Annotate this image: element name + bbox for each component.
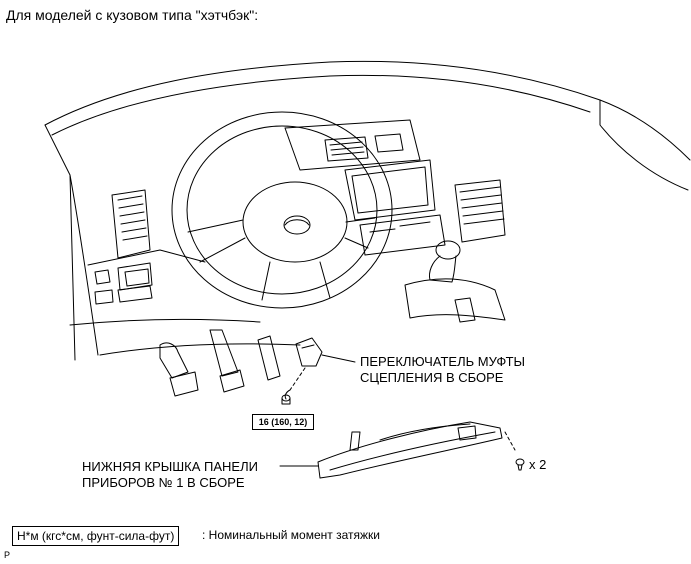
center-console <box>284 119 446 256</box>
steering-wheel <box>171 111 393 309</box>
lower-cover-label: НИЖНЯЯ КРЫШКА ПАНЕЛИ ПРИБОРОВ № 1 В СБОР… <box>82 459 258 491</box>
clutch-switch-label-line1: ПЕРЕКЛЮЧАТЕЛЬ МУФТЫ <box>360 354 526 369</box>
torque-legend-units: Н*м (кгс*см, фунт-сила-фут) <box>12 526 180 546</box>
right-air-vent <box>454 179 506 243</box>
clutch-switch-label: ПЕРЕКЛЮЧАТЕЛЬ МУФТЫ СЦЕПЛЕНИЯ В СБОРЕ <box>360 354 525 386</box>
lower-cover-illustration <box>317 421 503 479</box>
torque-value-box: 16 (160, 12) <box>252 414 314 430</box>
lower-dashboard <box>69 249 301 356</box>
lower-cover-label-line1: НИЖНЯЯ КРЫШКА ПАНЕЛИ <box>82 459 258 474</box>
lower-cover-label-line2: ПРИБОРОВ № 1 В СБОРЕ <box>82 475 245 490</box>
clutch-switch-label-line2: СЦЕПЛЕНИЯ В СБОРЕ <box>360 370 504 385</box>
quantity-label: x 2 <box>529 457 547 472</box>
clutch-switch <box>295 337 323 367</box>
pedals <box>159 329 281 397</box>
leader-lines <box>279 354 516 467</box>
torque-legend-description: : Номинальный момент затяжки <box>202 528 380 542</box>
corner-mark: P <box>4 550 11 560</box>
dashboard-outline <box>44 60 691 361</box>
left-air-vent <box>111 189 151 259</box>
bolt <box>281 394 291 405</box>
screw <box>515 458 525 471</box>
gear-shifter <box>404 240 506 323</box>
page-title: Для моделей с кузовом типа "хэтчбэк": <box>6 7 259 23</box>
